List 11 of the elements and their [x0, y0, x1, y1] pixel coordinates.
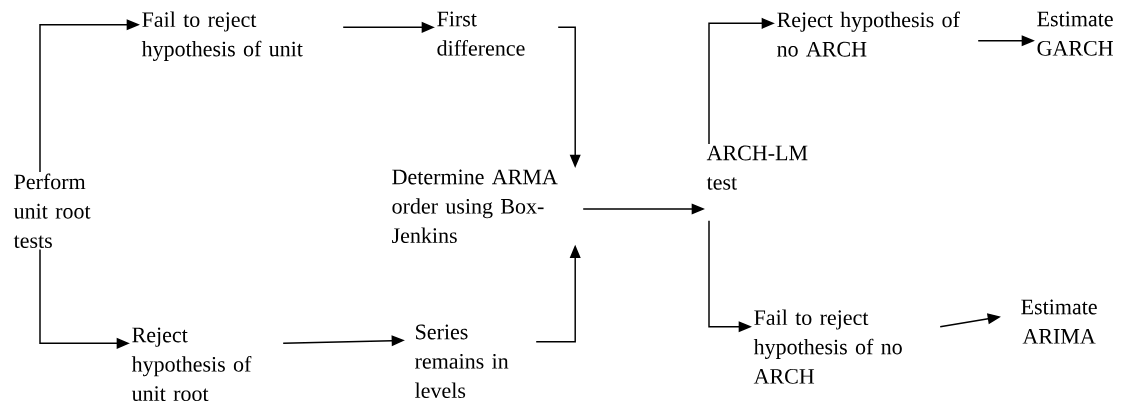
step-text: Determine ARMA order using Box-Jenkins — [392, 169, 558, 244]
step-text: Series remains in levels — [415, 324, 509, 399]
step-text: Estimate ARIMA — [1021, 299, 1097, 344]
step-text: Fail to reject hypothesis of no ARCH — [753, 309, 902, 384]
step-text: Reject hypothesis of unit root — [131, 327, 252, 402]
step-text: ARCH-LM test — [706, 145, 808, 190]
step-text: Reject hypothesis of no ARCH — [777, 11, 960, 57]
step-text: Perform unit root tests — [13, 173, 91, 248]
step-text: Fail to reject hypothesis of unit — [141, 11, 303, 61]
step-text: First difference — [437, 11, 525, 56]
step-text: Estimate GARCH — [1037, 11, 1113, 56]
